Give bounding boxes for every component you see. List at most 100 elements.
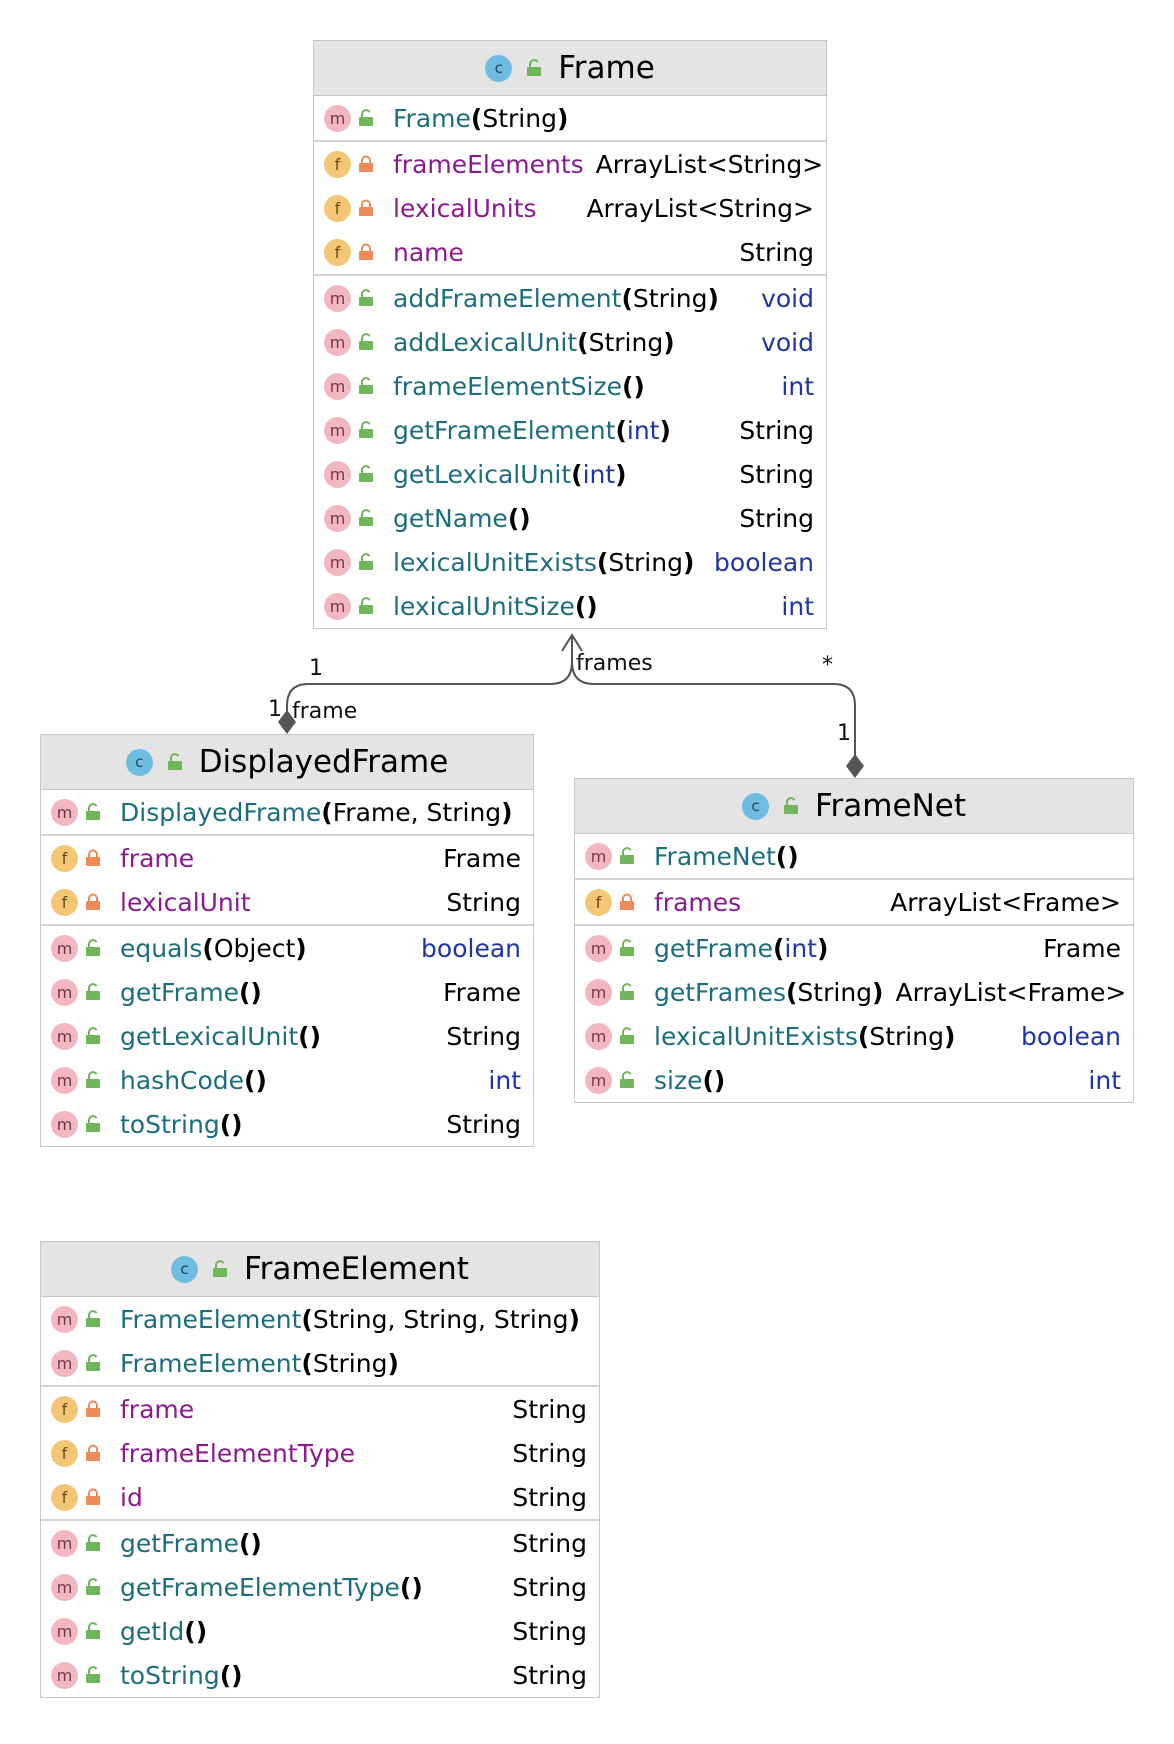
method-name: Frame	[393, 103, 471, 133]
member-signature: frames	[654, 888, 878, 917]
method-name: DisplayedFrame	[120, 797, 322, 827]
field-icon: f	[51, 844, 78, 872]
public-lock-icon	[358, 289, 374, 307]
member-signature: addLexicalUnit(String)	[393, 328, 749, 357]
method-name: frameElementSize	[393, 371, 622, 401]
return-type: ArrayList<Frame>	[895, 977, 1127, 1007]
return-type: void	[761, 327, 814, 357]
method-icon: m	[51, 1110, 78, 1138]
method-icon: m	[51, 1529, 78, 1557]
paren-close: )	[411, 1572, 423, 1602]
paren-open: (	[615, 415, 627, 445]
method-name: getFrameElementType	[120, 1572, 400, 1602]
paren-close: )	[231, 1109, 243, 1139]
paren-open: (	[244, 1065, 256, 1095]
method-name: getFrames	[654, 977, 786, 1007]
association-displayedframe-frame[interactable]	[286, 635, 573, 714]
paren-open: (	[298, 1021, 310, 1051]
paren-close: )	[872, 977, 884, 1007]
method-icon: m	[51, 978, 78, 1006]
association-framenet-frame[interactable]	[571, 661, 856, 758]
public-lock-icon	[358, 421, 374, 439]
navigability-arrowhead-frame	[561, 633, 583, 652]
field-name: lexicalUnits	[393, 193, 537, 223]
member-signature: getFrame()	[120, 1529, 500, 1558]
param-type: String	[403, 1304, 478, 1334]
private-lock-icon	[619, 893, 635, 911]
paren-close: )	[387, 1348, 399, 1378]
method-name: toString	[120, 1109, 220, 1139]
member-signature: FrameNet()	[654, 842, 1121, 871]
method-icon: m	[51, 1661, 78, 1689]
member-signature: getFrameElement(int)	[393, 416, 727, 445]
public-icon	[167, 753, 183, 771]
paren-open: (	[772, 933, 785, 963]
paren-open: (	[621, 283, 633, 313]
field-type: String	[512, 1438, 587, 1468]
paren-close: )	[615, 459, 627, 489]
paren-open: (	[785, 977, 798, 1007]
paren-close: )	[250, 977, 262, 1007]
method-icon: m	[585, 1022, 612, 1050]
field-icon: f	[51, 1483, 78, 1511]
paren-open: (	[574, 591, 587, 621]
method-icon: m	[51, 1617, 78, 1645]
public-lock-icon	[619, 983, 635, 1001]
method-icon: m	[324, 504, 351, 532]
method-name: size	[654, 1065, 703, 1095]
paren-open: (	[577, 327, 589, 357]
paren-close: )	[295, 933, 307, 963]
return-type: Frame	[443, 977, 521, 1007]
paren-open: (	[857, 1021, 870, 1051]
param-type: String	[312, 1348, 388, 1378]
param-type: int	[626, 415, 660, 445]
param-separator: ,	[410, 797, 427, 827]
